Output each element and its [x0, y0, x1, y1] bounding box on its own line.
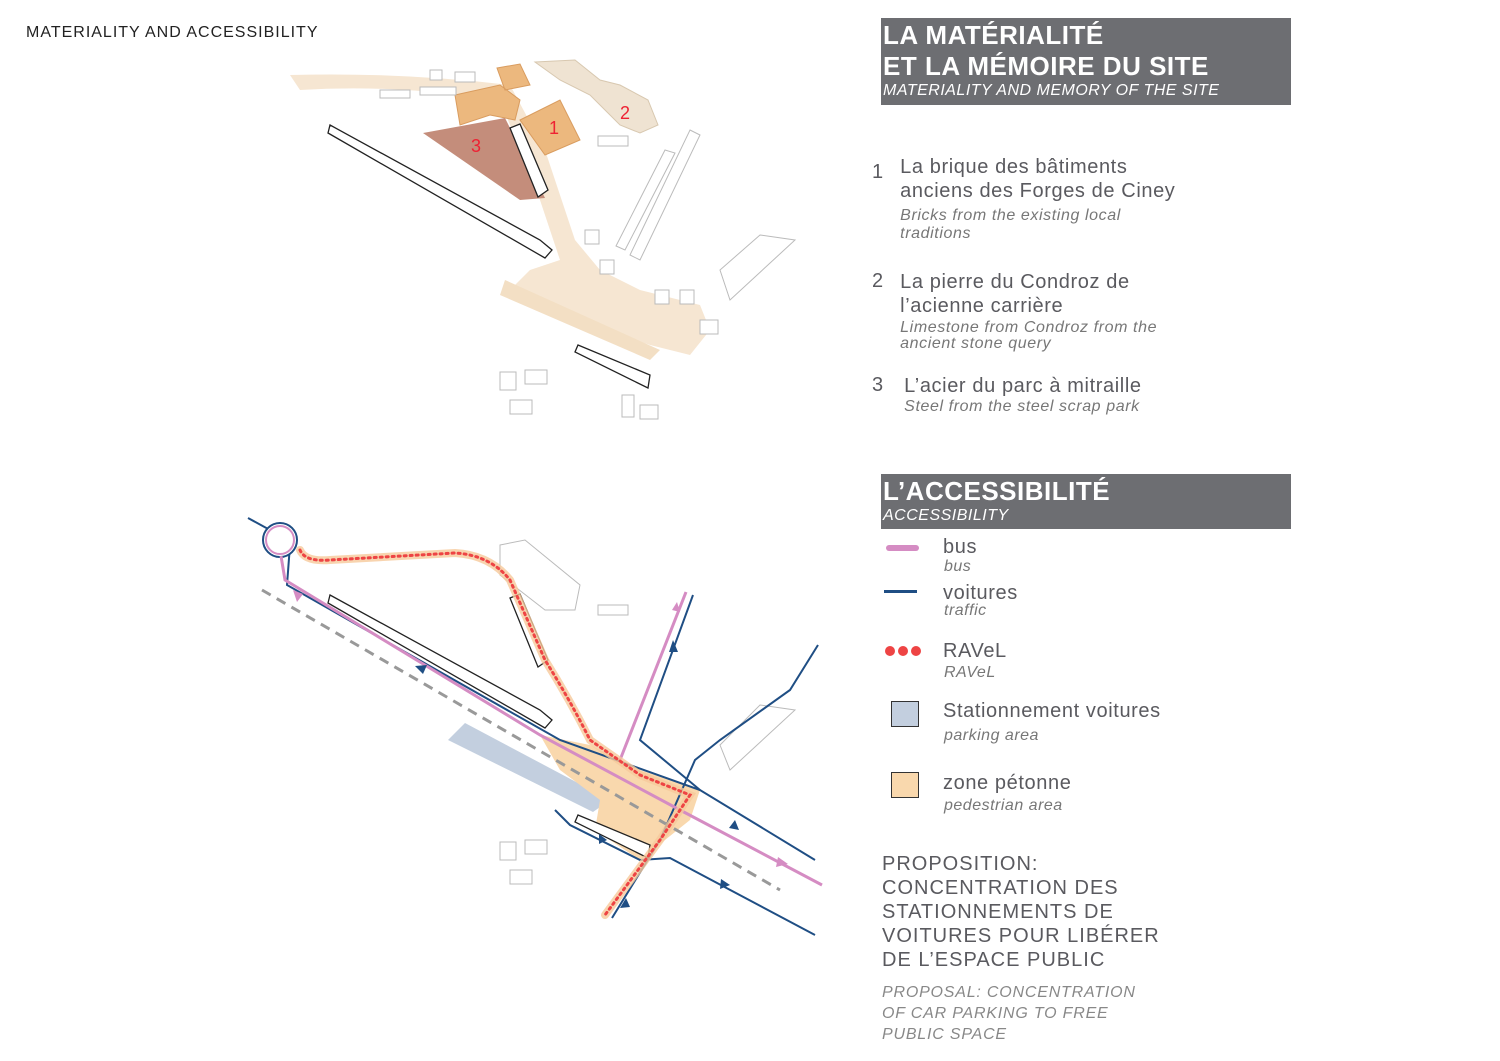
- legend-sublabel: traffic: [944, 602, 987, 619]
- materiality-title-line2: ET LA MÉMOIRE DU SITE: [883, 51, 1209, 81]
- proposal-line: DE L’ESPACE PUBLIC: [882, 949, 1106, 971]
- item-number: 2: [872, 270, 884, 292]
- proposal-en-line: PUBLIC SPACE: [882, 1026, 1007, 1043]
- legend-label: zone pétonne: [943, 772, 1072, 794]
- map-label-3: 3: [471, 136, 481, 156]
- item-en: Limestone from Condroz from the: [900, 319, 1158, 336]
- proposal-line: CONCENTRATION DES: [882, 877, 1119, 899]
- material-item-2: 2 La pierre du Condroz de l’acienne carr…: [872, 270, 1157, 352]
- bus-line-icon: [882, 536, 926, 566]
- legend-sublabel: bus: [944, 558, 972, 575]
- page-title: MATERIALITY AND ACCESSIBILITY: [26, 24, 319, 41]
- item-fr: l’acienne carrière: [900, 295, 1064, 317]
- site-ground: [290, 74, 710, 360]
- material-item-1: 1 La brique des bâtiments anciens des Fo…: [872, 155, 1175, 243]
- traffic-line-icon: [882, 582, 926, 612]
- roundabout: [262, 522, 298, 558]
- accessibility-header: L’ACCESSIBILITÉ ACCESSIBILITY: [881, 474, 1291, 529]
- item-en: ancient stone query: [900, 335, 1052, 352]
- legend-traffic: voitures traffic: [882, 582, 1282, 632]
- proposal-fr: PROPOSITION: CONCENTRATION DES STATIONNE…: [882, 852, 1302, 972]
- legend-ravel: RAVeL RAVeL: [882, 640, 1282, 690]
- context-buildings-bottom: [499, 539, 797, 885]
- item-en: Bricks from the existing local: [900, 207, 1121, 224]
- legend-label: Stationnement voitures: [943, 700, 1161, 722]
- proposal-en-line: OF CAR PARKING TO FREE: [882, 1005, 1109, 1022]
- materiality-title-line1: LA MATÉRIALITÉ: [883, 20, 1104, 50]
- map-label-2: 2: [620, 103, 630, 123]
- item-fr: La pierre du Condroz de: [900, 271, 1130, 293]
- legend-pedestrian: zone pétonne pedestrian area: [882, 772, 1282, 822]
- pedestrian-swatch-icon: [882, 772, 926, 802]
- material-item-3: 3 L’acier du parc à mitraille Steel from…: [872, 374, 1142, 416]
- item-number: 3: [872, 374, 884, 396]
- proposal-line: STATIONNEMENTS DE: [882, 901, 1114, 923]
- map-label-1: 1: [549, 118, 559, 138]
- bus-routes: [279, 555, 823, 887]
- direction-arrow-icons: [415, 640, 739, 908]
- legend-label: voitures: [943, 582, 1018, 604]
- context-buildings: [379, 69, 797, 420]
- item-number: 1: [872, 161, 884, 183]
- legend-label: RAVeL: [943, 640, 1007, 662]
- railway-line: [261, 588, 781, 892]
- materiality-subtitle: MATERIALITY AND MEMORY OF THE SITE: [883, 82, 1220, 99]
- proposal-line: VOITURES POUR LIBÉRER: [882, 925, 1160, 947]
- legend-bus: bus bus: [882, 536, 1282, 586]
- proposal-line: PROPOSITION:: [882, 853, 1039, 875]
- accessibility-title: L’ACCESSIBILITÉ: [883, 476, 1111, 506]
- materiality-header: LA MATÉRIALITÉ ET LA MÉMOIRE DU SITE MAT…: [881, 18, 1291, 105]
- parking-swatch-icon: [882, 700, 926, 730]
- bus-arrow-icons: [293, 590, 788, 867]
- item-en: Steel from the steel scrap park: [904, 398, 1140, 415]
- legend-sublabel: pedestrian area: [944, 797, 1063, 814]
- legend-label: bus: [943, 536, 978, 558]
- item-en: traditions: [900, 225, 972, 242]
- accessibility-subtitle: ACCESSIBILITY: [883, 507, 1009, 524]
- brick-buildings: [454, 63, 581, 156]
- legend-sublabel: parking area: [944, 727, 1039, 744]
- item-fr: L’acier du parc à mitraille: [904, 375, 1142, 397]
- stone-quarry-area: [533, 59, 659, 134]
- ravel-dots-icon: [882, 640, 926, 670]
- item-fr: anciens des Forges de Ciney: [900, 180, 1176, 202]
- proposal-en: PROPOSAL: CONCENTRATION OF CAR PARKING T…: [882, 982, 1302, 1045]
- legend-sublabel: RAVeL: [944, 664, 996, 681]
- proposal-en-line: PROPOSAL: CONCENTRATION: [882, 984, 1136, 1001]
- item-fr: La brique des bâtiments: [900, 156, 1128, 178]
- main-building-row: [327, 123, 651, 389]
- parking-area: [448, 723, 610, 812]
- legend-parking: Stationnement voitures parking area: [882, 700, 1282, 750]
